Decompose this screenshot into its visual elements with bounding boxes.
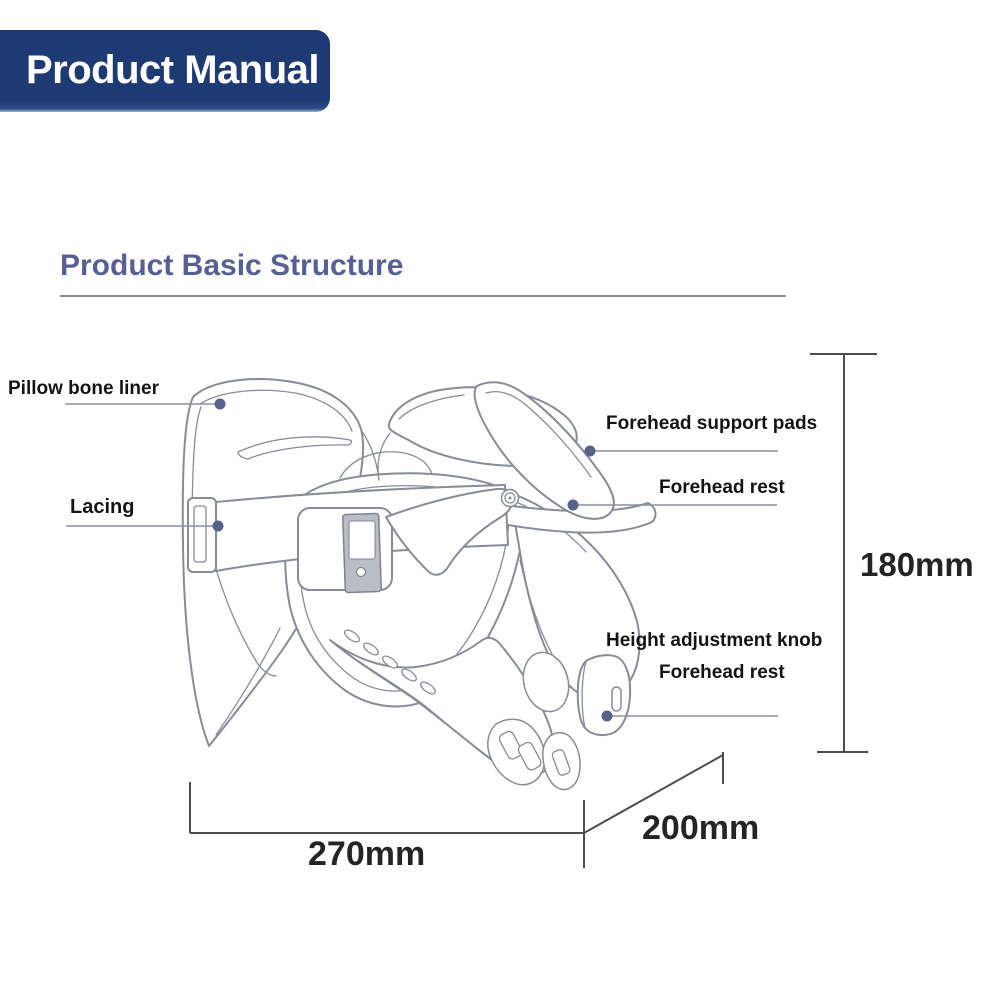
label-forehead-rest-upper: Forehead rest bbox=[659, 477, 785, 498]
dot-pillow-bone-liner bbox=[214, 398, 226, 410]
label-lacing: Lacing bbox=[70, 496, 135, 518]
ratchet-holes bbox=[344, 629, 436, 695]
back-shell-lining bbox=[213, 561, 277, 677]
chin-band-inner bbox=[339, 647, 495, 763]
dot-lacing bbox=[212, 520, 224, 532]
dot-height-adjustment-knob bbox=[601, 710, 613, 722]
tip-slot-3 bbox=[551, 749, 571, 776]
collar-line-art bbox=[181, 378, 657, 791]
leader-dots bbox=[212, 398, 613, 722]
dot-forehead-support-pads bbox=[584, 445, 596, 457]
pivot-screw-center bbox=[508, 496, 512, 500]
right-wing-inner-b bbox=[519, 559, 553, 655]
tip-slot-2 bbox=[517, 741, 542, 771]
forehead-pad-front-path bbox=[473, 381, 615, 520]
label-forehead-rest-lower: Forehead rest bbox=[659, 662, 785, 683]
forehead-pad-rear-inner bbox=[398, 394, 465, 420]
buckle-window bbox=[348, 520, 376, 560]
height-knob-slot bbox=[611, 686, 622, 712]
dim-depth-line bbox=[583, 754, 724, 834]
dimension-lines bbox=[189, 353, 877, 868]
label-height-adjustment-knob: Height adjustment knob bbox=[606, 630, 823, 651]
forehead-rest-path bbox=[419, 488, 657, 534]
back-shell-inner-top bbox=[199, 389, 353, 432]
banner-title: Product Manual bbox=[26, 48, 320, 92]
page-banner: Product Manual bbox=[0, 30, 330, 112]
label-forehead-support-pads: Forehead support pads bbox=[606, 413, 818, 434]
panel-shoulder-arc bbox=[339, 451, 433, 479]
dot-forehead-rest-upper bbox=[567, 499, 579, 511]
label-pillow-bone-liner: Pillow bone liner bbox=[8, 378, 159, 399]
height-knob-face-line bbox=[581, 660, 587, 729]
back-shell-slot bbox=[237, 436, 352, 460]
right-wing-cutout bbox=[522, 651, 570, 713]
forehead-pad-front-inner bbox=[485, 391, 592, 478]
center-panel-inner bbox=[298, 485, 510, 692]
strap-end-loop-inner bbox=[193, 505, 207, 563]
dimension-height-value: 180mm bbox=[860, 546, 974, 583]
buckle-hole bbox=[355, 566, 367, 578]
leader-lines bbox=[65, 403, 778, 717]
tip-slot-1 bbox=[498, 730, 523, 760]
pivot-screw-inner bbox=[504, 492, 516, 504]
section-underline bbox=[60, 295, 786, 297]
dimension-width-value: 270mm bbox=[308, 835, 426, 873]
pad-background-arc bbox=[377, 432, 391, 481]
dimension-depth-value: 200mm bbox=[642, 809, 760, 847]
back-shell-tail-inner bbox=[215, 627, 281, 736]
height-knob-path bbox=[576, 654, 632, 737]
section-title: Product Basic Structure bbox=[60, 249, 404, 282]
pivot-arm-path bbox=[385, 487, 514, 576]
